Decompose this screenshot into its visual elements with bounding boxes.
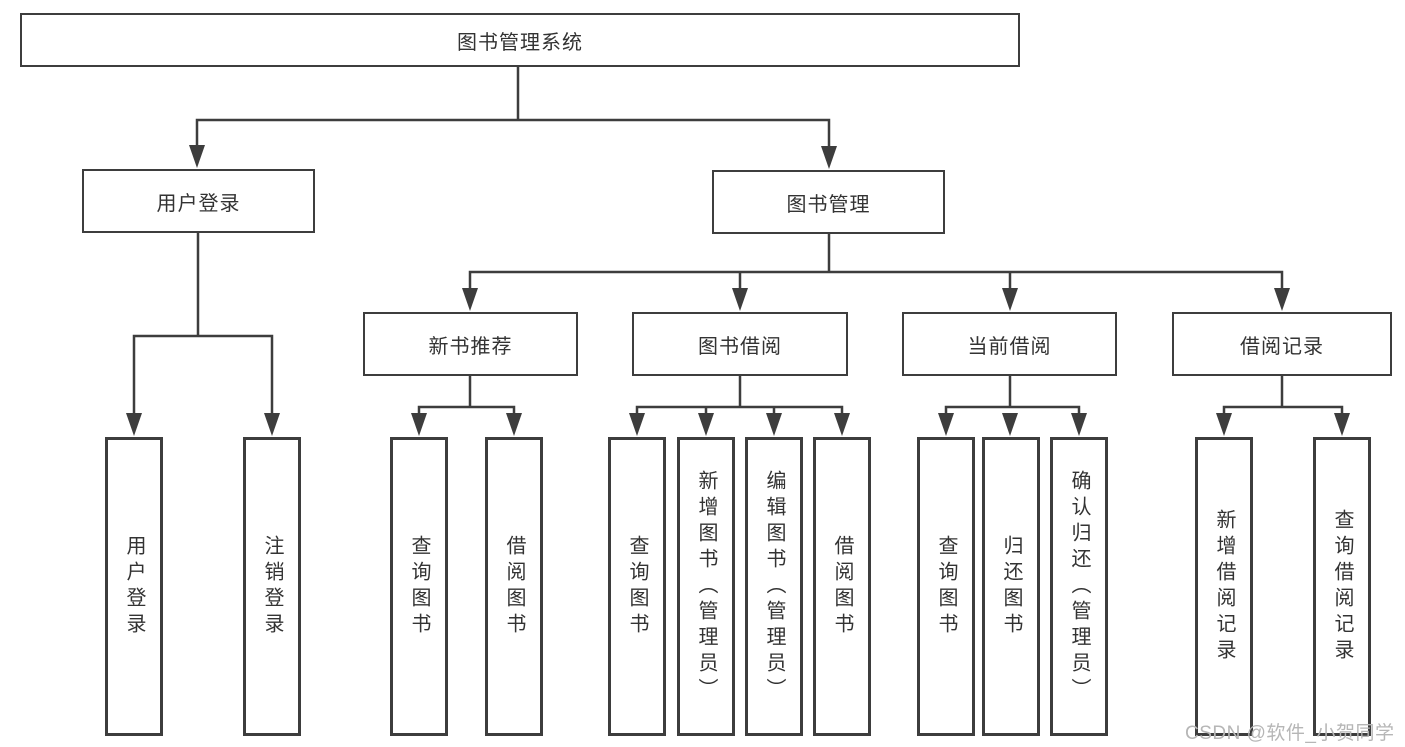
leaf-borrowing-add-books-admin: 新增图书（管理员） — [677, 437, 735, 736]
edge-root-split — [195, 65, 831, 154]
node-user-login: 用户登录 — [82, 169, 315, 233]
leaf-newbook-query-books: 查询图书 — [390, 437, 448, 736]
leaf-records-add-borrow-record: 新增借阅记录 — [1195, 437, 1253, 736]
csdn-watermark: CSDN @软件_小贺同学 — [1185, 723, 1395, 744]
edge-current-borrow-split — [944, 374, 1081, 422]
arrowhead — [1002, 413, 1018, 436]
leaf-current-confirm-return-admin: 确认归还（管理员） — [1050, 437, 1108, 736]
arrowhead — [821, 146, 837, 169]
leaf-current-return-books: 归还图书 — [982, 437, 1040, 736]
arrowhead — [1071, 413, 1087, 436]
arrowhead — [629, 413, 645, 436]
arrowhead — [411, 413, 427, 436]
node-current-borrowing: 当前借阅 — [902, 312, 1117, 376]
arrowhead — [264, 413, 280, 436]
arrowhead — [732, 288, 748, 311]
leaf-borrowing-borrow-books: 借阅图书 — [813, 437, 871, 736]
node-book-borrowing: 图书借阅 — [632, 312, 848, 376]
arrowhead — [698, 413, 714, 436]
arrowhead — [462, 288, 478, 311]
edge-book-mgmt-split — [468, 232, 1284, 296]
node-new-book-recommend: 新书推荐 — [363, 312, 578, 376]
leaf-borrowing-query-books: 查询图书 — [608, 437, 666, 736]
arrowhead — [1216, 413, 1232, 436]
arrowhead — [938, 413, 954, 436]
arrowhead — [189, 145, 205, 168]
node-root-system: 图书管理系统 — [20, 13, 1020, 67]
edge-borrow-record-split — [1222, 374, 1344, 422]
leaf-borrowing-edit-books-admin: 编辑图书（管理员） — [745, 437, 803, 736]
arrowhead — [506, 413, 522, 436]
edge-book-borrow-split — [635, 374, 844, 422]
arrowhead — [1334, 413, 1350, 436]
arrowhead — [834, 413, 850, 436]
arrowhead — [766, 413, 782, 436]
leaf-records-query-borrow-record: 查询借阅记录 — [1313, 437, 1371, 736]
node-book-management: 图书管理 — [712, 170, 945, 234]
arrowhead — [1274, 288, 1290, 311]
edge-new-book-split — [417, 374, 516, 422]
arrowheads — [126, 145, 1350, 436]
tree-edges — [132, 65, 1344, 422]
leaf-user-login: 用户登录 — [105, 437, 163, 736]
node-borrow-records: 借阅记录 — [1172, 312, 1392, 376]
leaf-current-query-books: 查询图书 — [917, 437, 975, 736]
arrowhead — [126, 413, 142, 436]
edge-user-login-split — [132, 231, 274, 420]
leaf-logout: 注销登录 — [243, 437, 301, 736]
arrowhead — [1002, 288, 1018, 311]
leaf-newbook-borrow-books: 借阅图书 — [485, 437, 543, 736]
